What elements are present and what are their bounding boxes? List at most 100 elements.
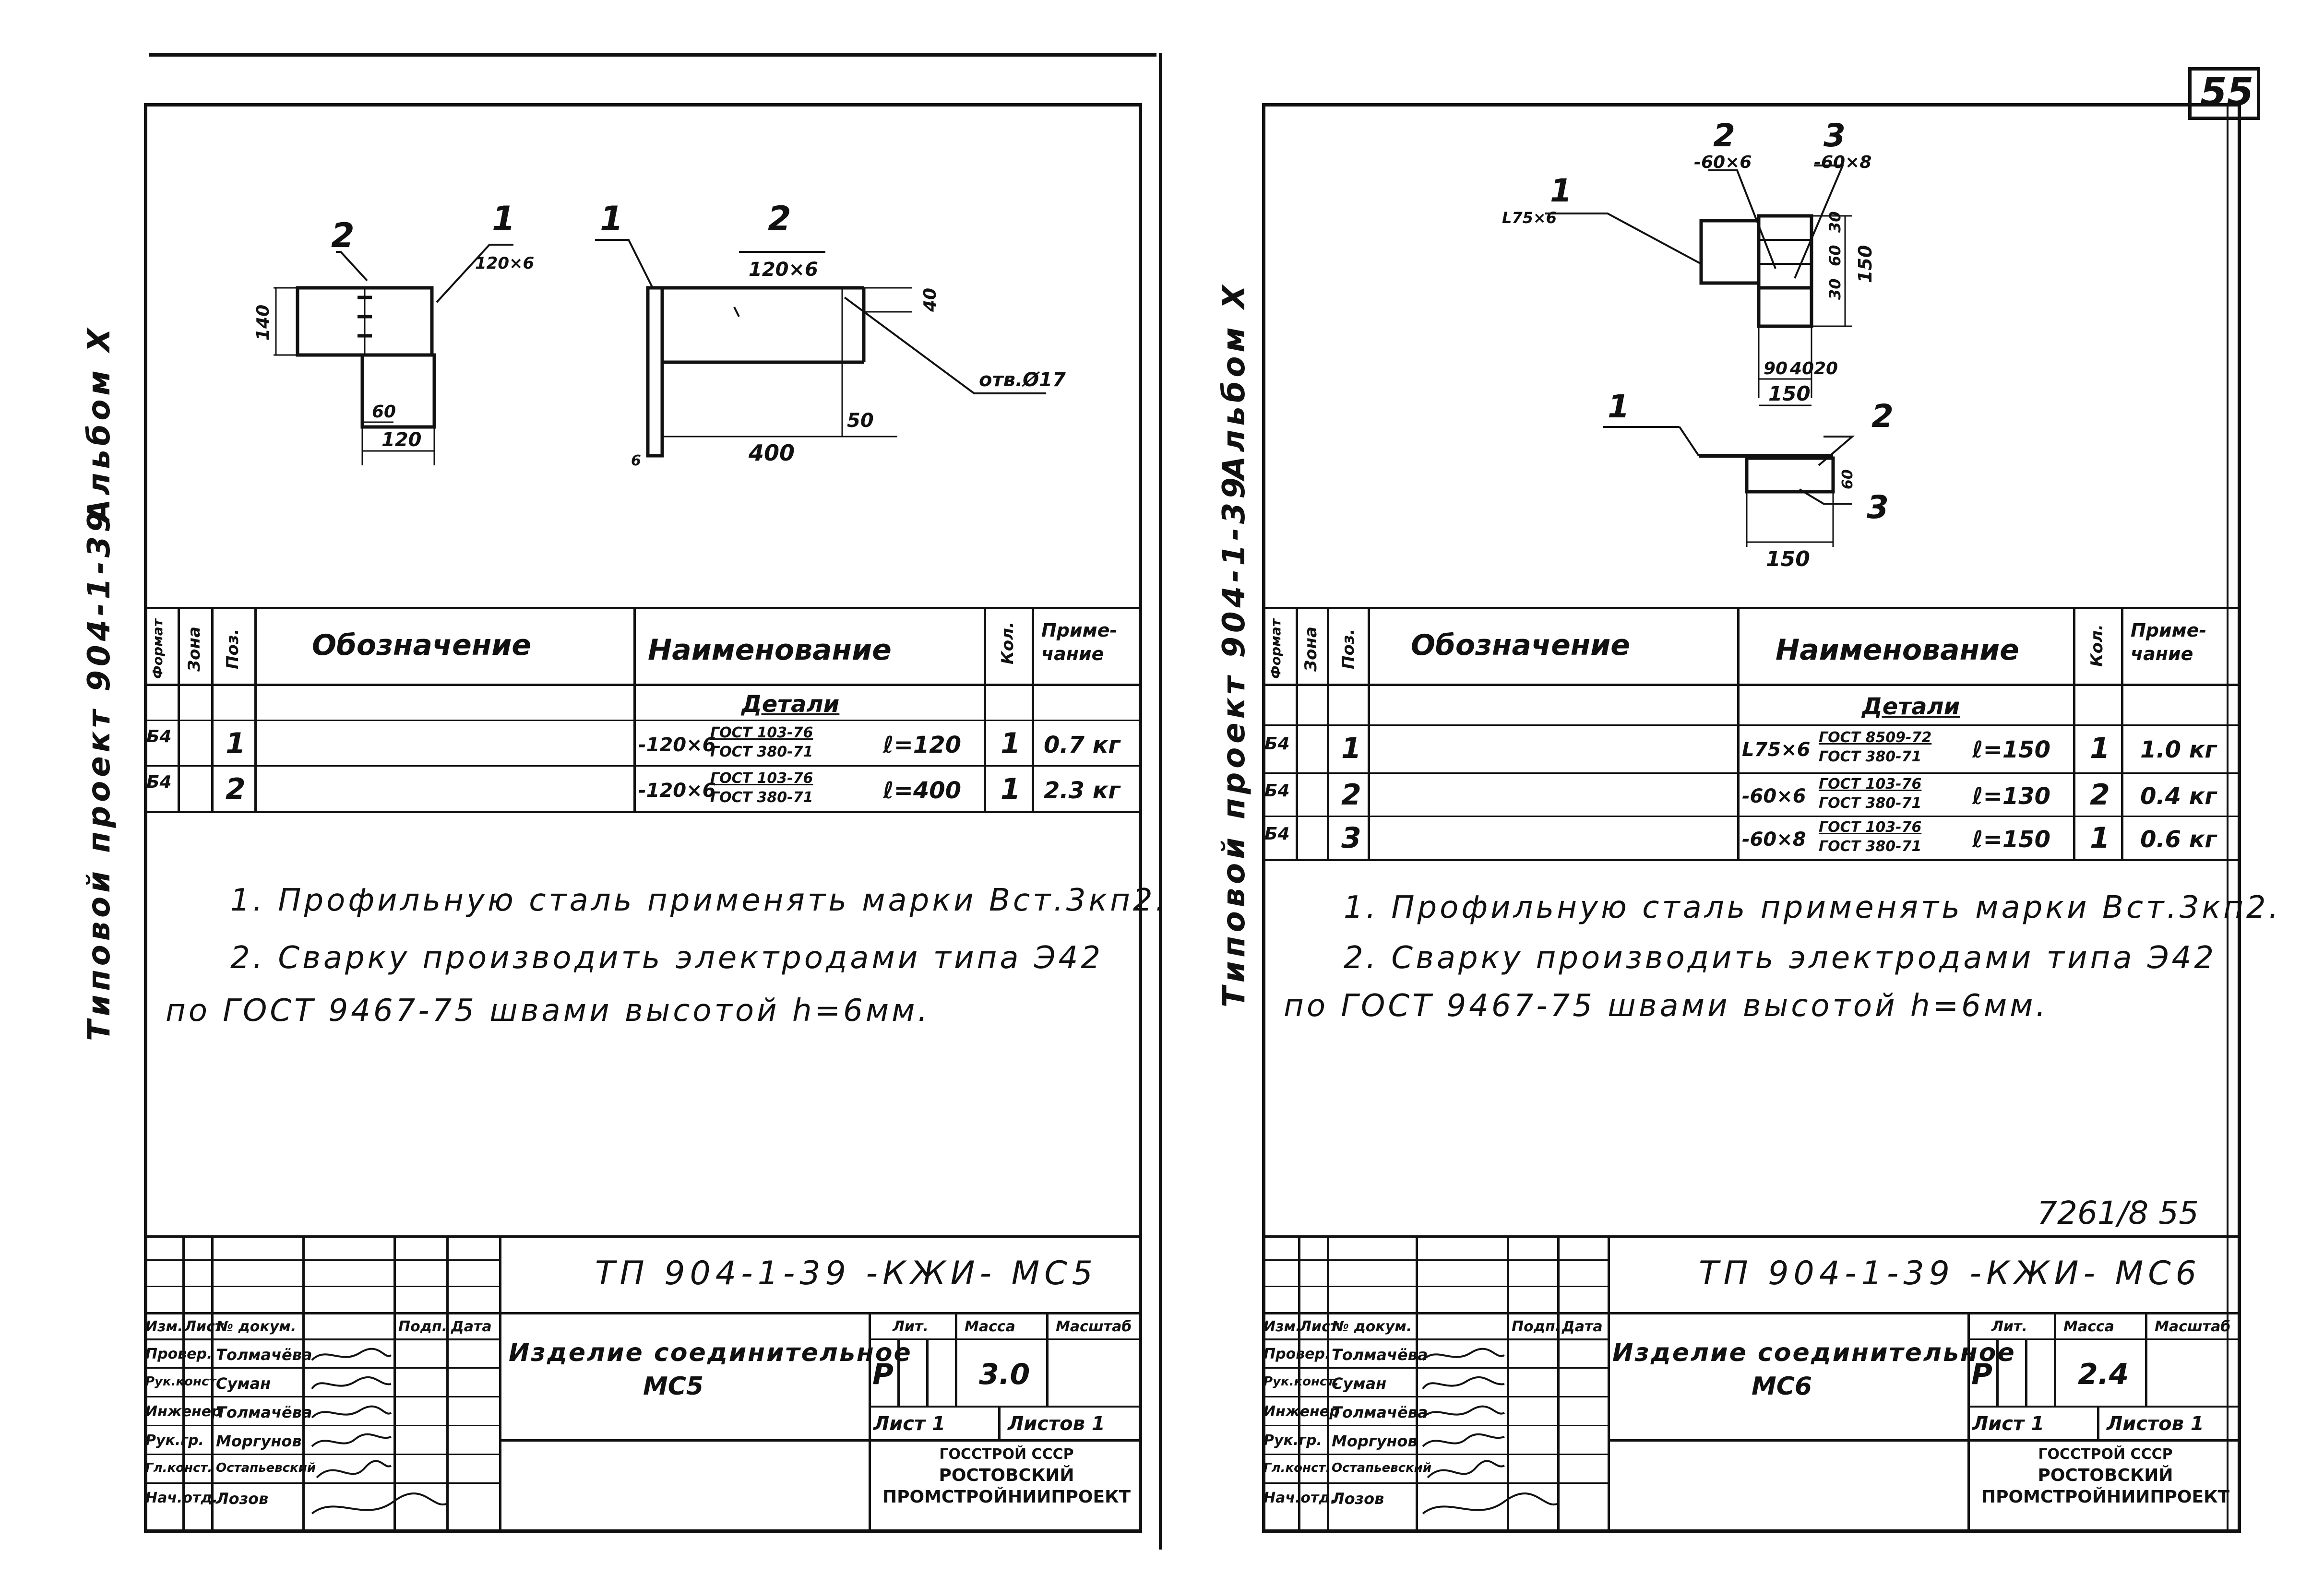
right-tb-code: ТП 904-1-39 -КЖИ- МС6 [1699, 1255, 2202, 1292]
right-tb-role-5: Гл.конст. [1263, 1461, 1331, 1475]
left-table-row-line-2 [144, 765, 1142, 767]
right-view-a-dim-150: 150 [1855, 245, 1876, 283]
left-table-header-zone: Зона [185, 627, 204, 672]
left-tb-col-1 [182, 1235, 185, 1533]
right-row2-section: -60×6 [1742, 785, 1806, 807]
left-row1-gost2: ГОСТ 380-71 [710, 744, 813, 760]
right-table-col-2 [1327, 607, 1329, 859]
right-view-a-pos2: 2 [1713, 120, 1735, 154]
left-view-a-pos1: 1 [492, 199, 515, 238]
left-row1-gost1: ГОСТ 103-76 [710, 724, 813, 741]
left-table-header-bottom [144, 684, 1142, 686]
left-tb-signatures [311, 1348, 447, 1515]
left-row2-length: ℓ=400 [883, 777, 962, 804]
right-tb-h-date: Дата [1562, 1318, 1603, 1335]
top-border-line [149, 53, 1156, 57]
right-tb-h-sign: Подп. [1512, 1318, 1561, 1335]
right-table-col-6 [2121, 607, 2123, 859]
left-view-b-dim-length: 400 [748, 440, 795, 466]
right-tb-lit-header-bottom [1967, 1338, 2241, 1340]
right-view-a-pos3: 3 [1823, 120, 1846, 154]
right-tb-role-3: Инженер [1263, 1403, 1340, 1420]
left-tb-org-3: ПРОМСТРОЙНИИПРОЕКТ [882, 1487, 1131, 1507]
left-tb-person-4 [144, 1454, 499, 1455]
left-tb-top [144, 1235, 1142, 1238]
right-row3-qty: 1 [2090, 821, 2110, 855]
left-view-b-pos2-size: 120×6 [749, 259, 818, 281]
right-tb-name-line2: МС6 [1752, 1372, 1812, 1401]
page-number-box [2188, 67, 2260, 120]
left-tb-name-2: Суман [216, 1374, 271, 1393]
left-note-2: 2. Сварку производить электродами типа Э… [230, 940, 1104, 976]
right-sheet-inner-edge [2227, 103, 2229, 1533]
left-row2-gost2: ГОСТ 380-71 [710, 789, 813, 806]
left-tb-name-4: Моргунов [216, 1432, 302, 1450]
left-tb-name-bottom [499, 1439, 1142, 1442]
left-row2-section: -120×6 [638, 780, 716, 802]
right-tb-sheet: Лист 1 [1972, 1413, 2044, 1435]
right-tb-role-6: Нач.отд. [1263, 1490, 1336, 1506]
right-tb-col-8 [1996, 1338, 1999, 1406]
right-tb-col-7 [1967, 1312, 1970, 1533]
left-tb-h-izm: Изм. [145, 1318, 183, 1335]
left-note-3: по ГОСТ 9467-75 швами высотой h=6мм. [166, 993, 930, 1029]
left-tb-header-bottom [144, 1338, 499, 1340]
right-row3-section: -60×8 [1742, 829, 1806, 851]
left-tb-h-mass: Масса [965, 1318, 1015, 1335]
right-tb-org-1: ГОССТРОЙ СССР [2038, 1446, 2173, 1463]
right-row2-length: ℓ=130 [1972, 783, 2051, 810]
right-table-bottom [1262, 859, 2241, 861]
right-tb-name-2: Суман [1332, 1374, 1387, 1393]
left-tb-col-9 [926, 1338, 929, 1406]
right-row3-length: ℓ=150 [1972, 826, 2051, 853]
left-tb-org-2: РОСТОВСКИЙ [939, 1466, 1074, 1485]
right-view-a-dim-30a: 30 [1826, 211, 1844, 233]
left-table-col-1 [178, 607, 180, 811]
right-tb-header-bottom [1262, 1338, 1608, 1340]
left-row1-note: 0.7 кг [1044, 732, 1120, 758]
left-tb-h-doc: № докум. [216, 1318, 297, 1335]
right-table-col-5 [2073, 607, 2075, 859]
right-table-row-line-2 [1262, 772, 2241, 774]
right-row1-length: ℓ=150 [1972, 736, 2051, 763]
left-tb-name-6: Лозов [216, 1490, 269, 1508]
right-row1-note: 1.0 кг [2140, 736, 2217, 763]
right-tb-person-1 [1262, 1367, 1608, 1369]
left-tb-name-5: Остапьевский [216, 1461, 316, 1475]
right-tb-col-3 [1416, 1235, 1418, 1533]
right-tb-h-lit: Лит. [1991, 1318, 2027, 1335]
right-row3-gost2: ГОСТ 380-71 [1819, 838, 1922, 855]
right-view-b-dim-150: 150 [1766, 547, 1810, 571]
right-view-a-dim-90: 90 [1764, 359, 1788, 379]
right-tb-code-bottom [1262, 1312, 2241, 1314]
right-tb-h-list: Лист [1299, 1318, 1339, 1335]
right-view-b-pos3: 3 [1867, 489, 1889, 526]
right-table-header-qty: Кол. [2087, 624, 2107, 667]
left-tb-col-10 [955, 1312, 957, 1406]
right-tb-name-bottom [1608, 1439, 2241, 1442]
right-side-album: Альбом Х [1216, 281, 1252, 480]
left-tb-code: ТП 904-1-39 -КЖИ- МС5 [595, 1255, 1098, 1292]
left-row2-pos: 2 [226, 772, 246, 806]
right-row1-pos: 1 [1341, 732, 1361, 765]
right-tb-col-6 [1608, 1235, 1610, 1533]
right-note-3: по ГОСТ 9467-75 швами высотой h=6мм. [1284, 988, 2049, 1024]
left-table-col-5 [984, 607, 986, 811]
left-tb-person-5 [144, 1482, 499, 1484]
right-table-header-pos: Поз. [1339, 628, 1358, 670]
left-table-header-note: Приме-чание [1041, 620, 1118, 665]
left-view-a-dim-width: 120 [381, 429, 422, 451]
right-note-2: 2. Сварку производить электродами типа Э… [1344, 940, 2217, 976]
left-tb-row-b [144, 1286, 499, 1287]
right-tb-col-12 [2097, 1406, 2099, 1439]
right-tb-name-line1: Изделие соединительное [1612, 1338, 2016, 1367]
left-table-header-format: Формат [150, 618, 166, 679]
right-tb-person-4 [1262, 1454, 1608, 1455]
right-table-header-note: Приме-чание [2131, 620, 2207, 665]
right-view-b-dim-60: 60 [1839, 469, 1856, 489]
right-view-b-pos1: 1 [1608, 388, 1630, 425]
right-row2-pos: 2 [1341, 778, 1361, 812]
right-table-section-details: Детали [1862, 693, 1960, 720]
right-tb-col-5 [1557, 1235, 1560, 1533]
left-tb-col-6 [499, 1235, 501, 1533]
